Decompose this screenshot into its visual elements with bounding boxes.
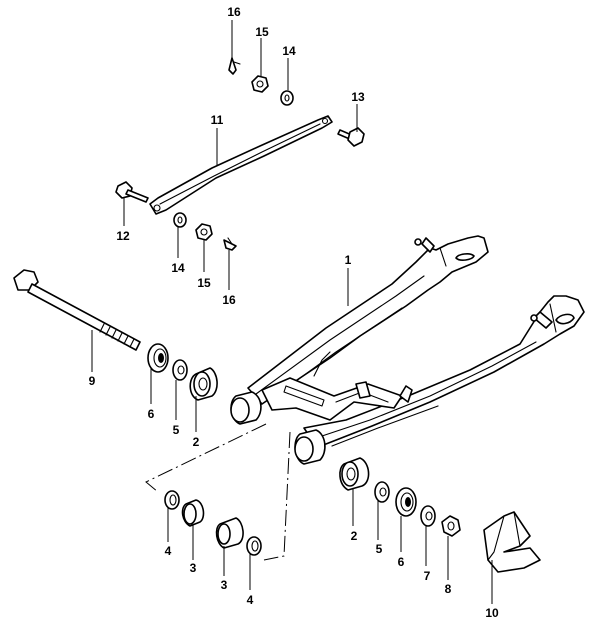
callout-12: 12 bbox=[116, 229, 130, 243]
washer-lower-4b bbox=[246, 536, 262, 556]
bolt-12 bbox=[115, 181, 149, 203]
callout-4-lower-a: 4 bbox=[165, 544, 172, 558]
washer-lower-4a bbox=[164, 490, 180, 510]
bushing-left-2 bbox=[189, 367, 218, 401]
callout-3-lower-b: 3 bbox=[221, 578, 228, 592]
callout-6-left: 6 bbox=[148, 407, 155, 421]
callout-8: 8 bbox=[445, 582, 452, 596]
callout-13: 13 bbox=[351, 90, 365, 104]
dust-seal-right-6 bbox=[395, 487, 417, 517]
washer-14-lower bbox=[173, 212, 187, 228]
bushing-right-2 bbox=[339, 457, 370, 491]
callout-6-right: 6 bbox=[398, 555, 405, 569]
dust-seal-left bbox=[147, 343, 169, 373]
center-lines bbox=[145, 423, 291, 561]
callout-4-lower-b: 4 bbox=[247, 593, 254, 607]
callout-1: 1 bbox=[345, 253, 352, 267]
bushing-lower-3b bbox=[215, 517, 244, 549]
callout-14-upper: 14 bbox=[282, 44, 296, 58]
nut-8 bbox=[441, 515, 461, 537]
callout-16-lower: 16 bbox=[222, 293, 236, 307]
callout-7: 7 bbox=[424, 569, 431, 583]
leader-lines bbox=[91, 20, 493, 604]
pivot-shaft bbox=[13, 269, 141, 351]
callout-11: 11 bbox=[211, 113, 224, 127]
chain-buffer-10 bbox=[483, 511, 541, 573]
bushing-lower-3a bbox=[181, 499, 205, 527]
swingarm bbox=[230, 235, 585, 465]
washer-14-upper bbox=[280, 90, 294, 106]
callout-5-left: 5 bbox=[173, 423, 180, 437]
washer-left-5 bbox=[172, 359, 188, 381]
nut-15-upper bbox=[251, 75, 269, 93]
callout-15-upper: 15 bbox=[255, 25, 269, 39]
cotter-pin-16-lower bbox=[223, 237, 237, 251]
callout-9: 9 bbox=[89, 374, 96, 388]
bolt-13 bbox=[337, 127, 365, 147]
cotter-pin-16-upper bbox=[228, 57, 241, 75]
callout-16-upper: 16 bbox=[227, 5, 241, 19]
torque-rod-11 bbox=[149, 115, 333, 215]
callout-labels: 1 11 16 15 14 13 12 14 15 16 9 6 5 2 4 3… bbox=[89, 5, 499, 620]
callout-14-lower: 14 bbox=[171, 261, 185, 275]
callout-3-lower-a: 3 bbox=[190, 561, 197, 575]
nut-15-lower bbox=[195, 223, 213, 241]
callout-15-lower: 15 bbox=[197, 276, 211, 290]
washer-right-7 bbox=[420, 505, 436, 527]
callout-2-left: 2 bbox=[193, 435, 200, 449]
callout-2-right: 2 bbox=[351, 529, 358, 543]
callout-5-right: 5 bbox=[376, 542, 383, 556]
washer-right-5 bbox=[374, 481, 390, 503]
callout-10: 10 bbox=[485, 606, 499, 620]
